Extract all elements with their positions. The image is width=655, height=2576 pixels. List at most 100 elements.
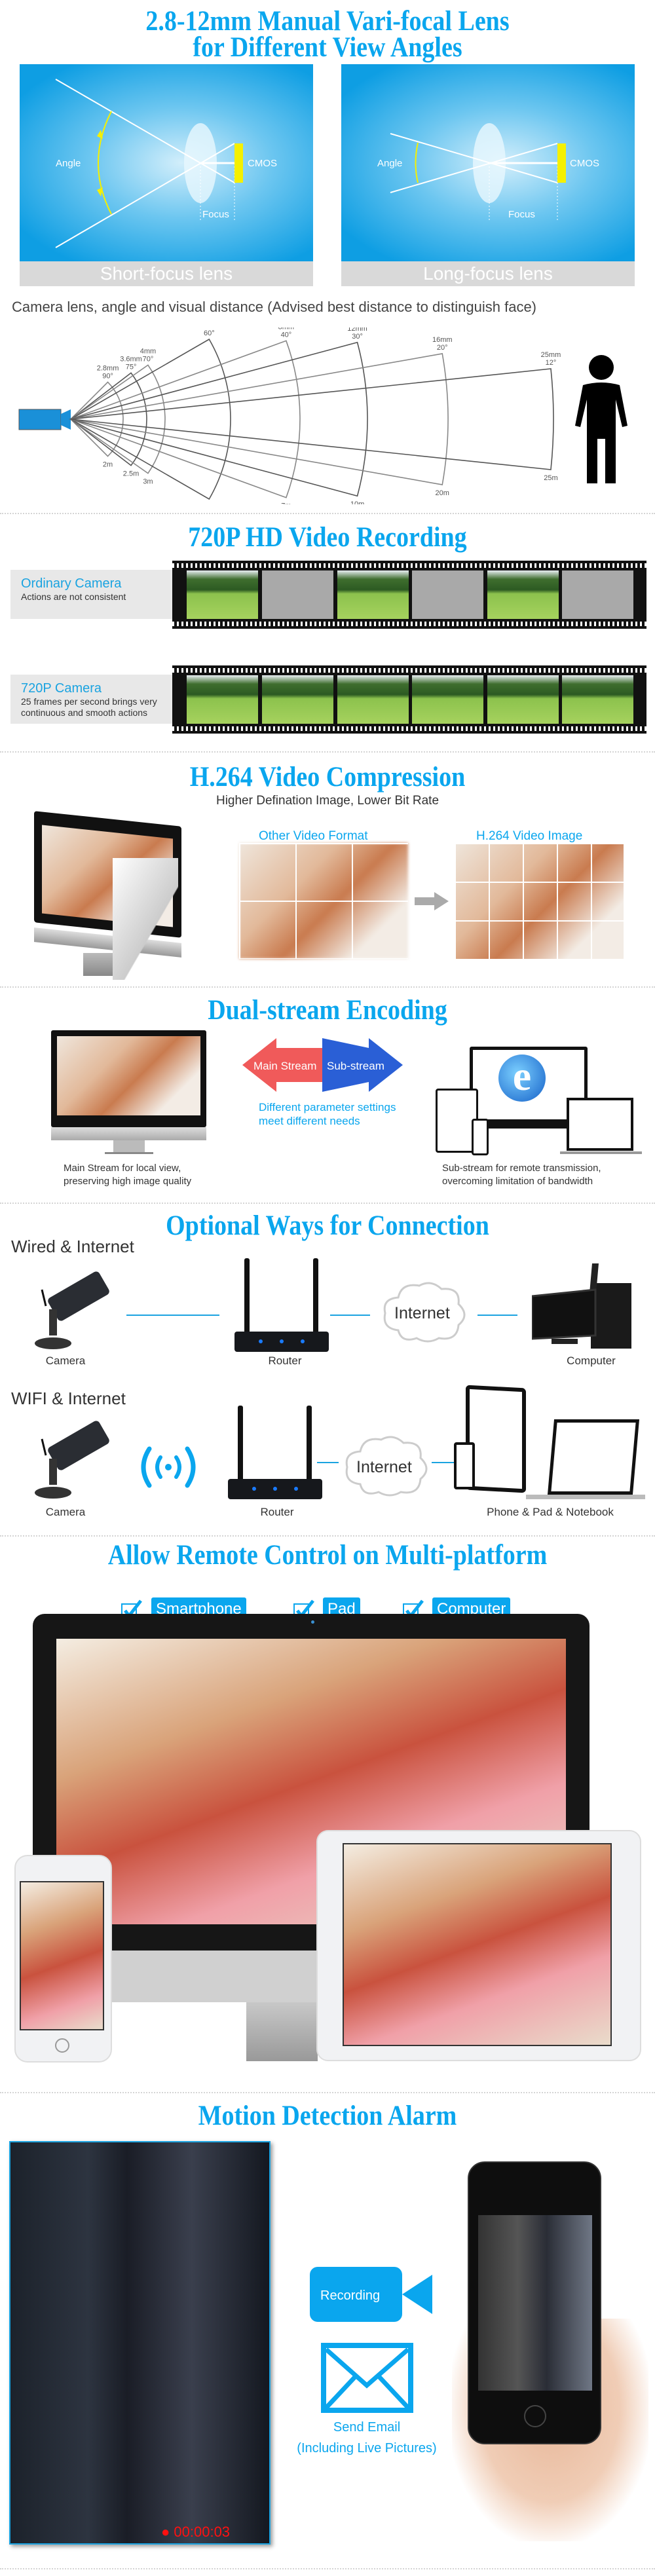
view-angle-label: 70°: [143, 355, 154, 363]
timer-value: 00:00:03: [174, 2524, 231, 2540]
angle-label: Angle: [56, 158, 81, 169]
section-divider: [0, 986, 655, 988]
multi-device-icon: e: [436, 1036, 642, 1155]
alert-phone: [468, 2161, 601, 2444]
dual-title: Dual-stream Encoding: [208, 994, 447, 1026]
email-caption: Send Email (Including Live Pictures): [275, 2417, 458, 2459]
internet-label: Internet: [394, 1304, 450, 1322]
router-label: Router: [260, 1506, 294, 1518]
focal-length-label: 25mm: [541, 351, 561, 359]
hd-camera-text-2: continuous and smooth actions: [21, 707, 148, 718]
film-frame-photo: [187, 675, 258, 724]
connection-line: [330, 1315, 370, 1316]
camera-icon: [18, 409, 62, 430]
phone-pad-notebook-icon: [454, 1385, 645, 1503]
focal-length-label: 6mm: [201, 327, 217, 329]
distance-caption: Camera lens, angle and visual distance (…: [12, 299, 537, 315]
cmos-label: CMOS: [248, 158, 277, 169]
view-cone-8mm: [69, 340, 301, 498]
view-angle-label: 90°: [102, 372, 113, 380]
email-line2: (Including Live Pictures): [297, 2441, 437, 2455]
view-angle-label: 60°: [204, 329, 215, 337]
lens-distance-diagram: 2.8mm90°2m3.6mm75°2.5m4mm70°3m6mm60°5m8m…: [18, 327, 627, 504]
home-button-icon: [524, 2405, 546, 2427]
monitor-icon: [34, 811, 181, 980]
view-cone-3.6mm: [69, 372, 147, 466]
film-frame-photo: [562, 675, 633, 724]
cmos-label: CMOS: [570, 158, 599, 169]
wifi-signal-icon: [141, 1446, 196, 1488]
view-cone-12mm: [68, 341, 368, 497]
distance-label: 20m: [436, 489, 449, 497]
hd-film-strip: [172, 665, 646, 734]
view-angle-label: 30°: [352, 333, 363, 341]
phone-screen-photo: [20, 1881, 104, 2030]
compression-title: H.264 Video Compression: [189, 760, 466, 793]
sub-stream-caption: Sub-stream for remote transmission, over…: [442, 1162, 601, 1188]
film-frame-photo: [337, 675, 409, 724]
sub-caption-line2: overcoming limitation of bandwidth: [442, 1176, 593, 1187]
main-caption-line2: preserving high image quality: [64, 1176, 192, 1187]
internet-label: Internet: [356, 1458, 412, 1476]
short-focus-caption: Short-focus lens: [20, 261, 313, 286]
section-divider: [0, 513, 655, 514]
section-divider: [0, 2568, 655, 2569]
film-frame-photo: [187, 570, 258, 619]
phone-screen-intruder: [478, 2215, 592, 2391]
stream-arrows: Main Stream Sub-stream: [242, 1038, 403, 1092]
intruder-camera-view: ● 00:00:03: [9, 2141, 271, 2545]
film-frame-photo: [487, 570, 559, 619]
distance-label: 7m: [281, 502, 291, 504]
film-frame-missing: [562, 570, 633, 619]
ordinary-camera-heading: Ordinary Camera: [21, 576, 122, 591]
main-stream-caption: Main Stream for local view, preserving h…: [64, 1162, 191, 1188]
computer-icon: [532, 1263, 631, 1349]
focus-label: Focus: [508, 209, 535, 220]
sub-stream-arrow-icon: [322, 1038, 403, 1092]
webcam-icon: [311, 1620, 314, 1624]
router-icon: [234, 1258, 329, 1352]
camera-icon: [35, 1421, 109, 1499]
film-frame-photo: [337, 570, 409, 619]
ordinary-camera-label: Ordinary Camera Actions are not consiste…: [10, 570, 182, 619]
focus-label: Focus: [202, 209, 229, 220]
connection-line: [432, 1462, 454, 1463]
wired-label: Wired & Internet: [11, 1237, 134, 1256]
cmos-sensor: [234, 143, 243, 183]
dual-note-line1: Different parameter settings: [259, 1101, 396, 1113]
film-frame-photo: [487, 675, 559, 724]
ordinary-film-strip: [172, 561, 646, 629]
recording-timer: ● 00:00:03: [161, 2524, 231, 2540]
connection-line: [126, 1315, 219, 1316]
hd-camera-heading: 720P Camera: [21, 681, 102, 696]
section-divider: [0, 1535, 655, 1537]
distance-label: 2m: [103, 461, 113, 469]
view-angle-label: 20°: [437, 344, 448, 352]
monitor-stand: [246, 2002, 318, 2061]
main-caption-line1: Main Stream for local view,: [64, 1163, 181, 1174]
sub-stream-label: Sub-stream: [327, 1060, 384, 1072]
dual-note-line2: meet different needs: [259, 1115, 360, 1127]
connection-line: [317, 1462, 339, 1463]
view-cone-6mm: [69, 338, 231, 500]
page-peel: [113, 858, 178, 980]
connection-line: [477, 1315, 517, 1316]
camera-label: Camera: [45, 1506, 86, 1518]
section-divider: [0, 751, 655, 753]
phone-pad-notebook-label: Phone & Pad & Notebook: [487, 1506, 614, 1518]
camera-icon: [35, 1271, 109, 1349]
film-frame-missing: [262, 570, 333, 619]
tablet-screen-photo: [343, 1843, 612, 2046]
distance-label: 3m: [143, 478, 153, 486]
camera-lens-icon: [61, 409, 71, 430]
view-cone-16mm: [70, 353, 449, 485]
recording-camera-icon: Recording: [310, 2267, 432, 2322]
hd-camera-text-1: 25 frames per second brings very: [21, 696, 157, 707]
email-line1: Send Email: [333, 2420, 401, 2435]
person-icon: [575, 355, 627, 483]
compression-subtitle: Higher Defination Image, Lower Bit Rate: [215, 794, 440, 808]
hd-camera-label: 720P Camera 25 frames per second brings …: [10, 675, 182, 724]
view-angle-label: 12°: [546, 359, 557, 367]
email-envelope-icon: [321, 2343, 413, 2413]
distance-label: 10m: [350, 500, 364, 504]
